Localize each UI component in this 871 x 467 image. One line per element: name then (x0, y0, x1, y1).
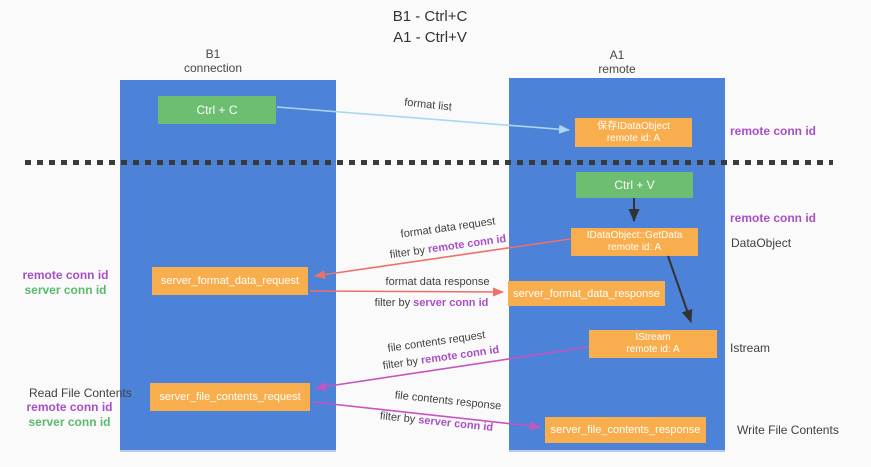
node-save-idataobject: 保存IDataObject remote id: A (575, 118, 692, 147)
filter-key-remote: remote conn id (427, 232, 507, 256)
left-column-name: B1 (205, 47, 221, 61)
filter-prefix: filter by (382, 354, 422, 373)
filter-key-server: server conn id (417, 414, 494, 434)
label-format-remote-conn-id: remote conn id (22, 268, 109, 282)
label-file-conn-id-pair: remote conn id server conn id (22, 400, 117, 430)
node-server-file-contents-request: server_file_contents_request (150, 383, 310, 411)
diagram-title: B1 - Ctrl+C A1 - Ctrl+V (335, 6, 525, 48)
dashed-separator (25, 160, 833, 165)
left-column-role: connection (183, 61, 243, 75)
arrow-format-data-response (309, 287, 504, 297)
node-server-file-contents-response-label: server_file_contents_response (550, 424, 701, 436)
node-ctrl-v: Ctrl + V (576, 172, 693, 198)
label-istream: Istream (730, 341, 771, 355)
flow-label-file-contents-response: file contents response (394, 389, 502, 413)
flow-label-format-list: format list (403, 96, 453, 114)
label-file-server-conn-id: server conn id (28, 415, 111, 429)
label-write-file-contents: Write File Contents (737, 423, 839, 437)
node-idataobject-getdata-line1: IDataObject::GetData (586, 230, 683, 241)
node-ctrl-c: Ctrl + C (158, 96, 276, 124)
node-idataobject-getdata: IDataObject::GetData remote id: A (571, 228, 698, 256)
flow-label-format-data-response: format data response (385, 276, 490, 288)
node-idataobject-getdata-line2: remote id: A (607, 242, 662, 253)
filter-prefix: filter by (379, 410, 419, 427)
flow-label-filter-server-2: filter by server conn id (379, 410, 495, 434)
left-column-header: B1 connection (153, 47, 273, 75)
label-format-server-conn-id: server conn id (24, 283, 107, 297)
node-ctrl-v-label: Ctrl + V (614, 178, 655, 192)
right-column-header: A1 remote (557, 48, 677, 76)
node-server-format-data-request-label: server_format_data_request (160, 275, 300, 287)
node-server-file-contents-response: server_file_contents_response (545, 417, 706, 443)
filter-prefix: filter by (374, 297, 414, 309)
label-dataobject: DataObject (731, 236, 792, 250)
node-istream-line2: remote id: A (626, 344, 680, 355)
right-column-role: remote (598, 62, 636, 76)
label-remote-conn-id-top: remote conn id (730, 124, 817, 138)
node-istream-line1: IStream (635, 332, 671, 343)
node-server-file-contents-request-label: server_file_contents_request (159, 391, 301, 403)
node-save-idataobject-line1: 保存IDataObject (597, 120, 670, 132)
node-ctrl-c-label: Ctrl + C (196, 103, 238, 117)
node-server-format-data-response-label: server_format_data_response (513, 287, 660, 300)
node-server-format-data-request: server_format_data_request (152, 267, 308, 295)
filter-key-server: server conn id (413, 297, 489, 309)
node-istream: IStream remote id: A (589, 330, 717, 358)
label-file-remote-conn-id: remote conn id (26, 400, 113, 414)
filter-prefix: filter by (389, 243, 429, 262)
flow-label-filter-server-1: filter by server conn id (374, 297, 489, 309)
label-format-conn-id-pair: remote conn id server conn id (18, 268, 113, 298)
label-read-file-contents: Read File Contents (29, 386, 132, 400)
title-line-2: A1 - Ctrl+V (393, 29, 467, 46)
node-server-format-data-response: server_format_data_response (508, 281, 665, 306)
right-column-name: A1 (609, 48, 625, 62)
label-remote-conn-id-mid: remote conn id (730, 211, 817, 225)
node-save-idataobject-line2: remote id: A (606, 132, 661, 144)
title-line-1: B1 - Ctrl+C (392, 8, 468, 25)
